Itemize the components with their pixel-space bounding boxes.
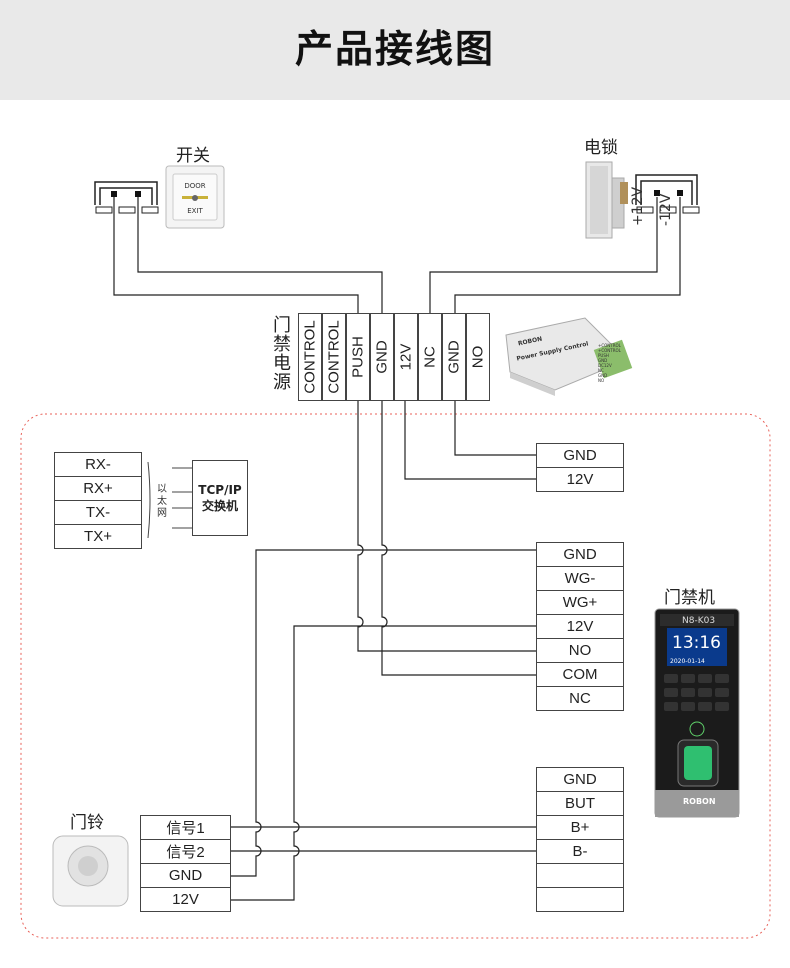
psu-device-terminal-text: GND xyxy=(598,358,608,363)
tcpip-label: TCP/IP xyxy=(198,482,242,497)
psu-terminal-label: GND xyxy=(445,340,463,374)
psu-device-terminal-text: +CONTROL xyxy=(598,343,621,348)
power-terminal-gnd: GND xyxy=(536,443,624,468)
doorbell-label: 门铃 xyxy=(70,813,104,833)
psu-terminal: GND xyxy=(442,313,466,401)
psu-terminal: 12V xyxy=(394,313,418,401)
psu-terminal: NO xyxy=(466,313,490,401)
button-terminal-but: BUT xyxy=(536,791,624,816)
access-device-brand: ROBON xyxy=(683,797,716,806)
access-machine-label: 门禁机 xyxy=(664,588,715,608)
psu-terminal: GND xyxy=(370,313,394,401)
button-terminal-b-minus: B- xyxy=(536,839,624,864)
psu-device-terminal-text: NO xyxy=(598,378,605,383)
psu-device-terminal-text: GND xyxy=(598,373,608,378)
network-terminal-tx-minus: TX- xyxy=(54,500,142,525)
switch-box-label: 交换机 xyxy=(201,498,238,513)
button-terminal-gnd: GND xyxy=(536,767,624,792)
psu-device-terminal-text: PUSH xyxy=(598,353,609,358)
indoor-boundary xyxy=(20,413,771,939)
switch-label: 开关 xyxy=(176,146,210,166)
psu-terminal-label: GND xyxy=(373,340,391,374)
psu-terminal: NC xyxy=(418,313,442,401)
lock-label: 电锁 xyxy=(584,138,618,158)
reader-terminal-wg-minus: WG- xyxy=(536,566,624,591)
psu-device-terminal-list: +CONTROL +CONTROL PUSH GND DC12V NC GND … xyxy=(598,343,628,383)
access-control-device xyxy=(654,608,740,818)
exit-button-bottom-text: EXIT xyxy=(187,207,203,215)
psu-device-terminal-text: NC xyxy=(598,368,604,373)
doorbell-device xyxy=(52,835,129,907)
title-bar xyxy=(0,0,790,100)
reader-terminal-wg-plus: WG+ xyxy=(536,590,624,615)
access-device-date: 2020-01-14 xyxy=(670,658,705,665)
access-device-time: 13:16 xyxy=(672,633,721,653)
switch-bracket xyxy=(94,181,158,205)
network-terminal-rx-minus: RX- xyxy=(54,452,142,477)
lock-terminal-minus12v: -12V xyxy=(658,193,674,226)
reader-terminal-gnd: GND xyxy=(536,542,624,567)
electric-lock-device xyxy=(585,161,628,239)
psu-terminal: CONTROL xyxy=(322,313,346,401)
ethernet-label: 以太网 xyxy=(157,484,167,519)
network-terminal-tx-plus: TX+ xyxy=(54,524,142,549)
psu-terminal: PUSH xyxy=(346,313,370,401)
psu-device-terminal-text: DC12V xyxy=(598,363,612,368)
psu-terminal-label: NC xyxy=(421,346,439,368)
psu-terminal-label: PUSH xyxy=(349,336,367,378)
access-device-model: N8-K03 xyxy=(682,616,716,626)
reader-terminal-nc: NC xyxy=(536,686,624,711)
psu-label-text: 门禁电源 xyxy=(273,315,291,393)
button-terminal-b-plus: B+ xyxy=(536,815,624,840)
psu-terminal-label: CONTROL xyxy=(325,320,343,394)
lock-terminal-plus12v: +12V xyxy=(630,186,646,226)
power-supply-device xyxy=(505,317,633,396)
psu-device-terminal-text: +CONTROL xyxy=(598,348,621,353)
exit-button-top-text: DOOR xyxy=(184,182,206,190)
reader-terminal-no: NO xyxy=(536,638,624,663)
reader-terminal-com: COM xyxy=(536,662,624,687)
reader-terminal-12v: 12V xyxy=(536,614,624,639)
bell-terminal-12v: 12V xyxy=(140,887,231,912)
exit-button-device xyxy=(165,165,225,229)
button-terminal-empty xyxy=(536,863,624,888)
lock-bracket xyxy=(635,174,698,205)
bell-terminal-signal1: 信号1 xyxy=(140,815,231,840)
psu-terminal-label: NO xyxy=(469,345,487,369)
bell-terminal-gnd: GND xyxy=(140,863,231,888)
bell-terminal-signal2: 信号2 xyxy=(140,839,231,864)
tcpip-switch-box: TCP/IP 交换机 xyxy=(192,460,248,536)
power-terminal-12v: 12V xyxy=(536,467,624,492)
psu-label: 门禁电源 xyxy=(272,316,292,392)
psu-terminal: CONTROL xyxy=(298,313,322,401)
psu-terminal-label: CONTROL xyxy=(301,320,319,394)
network-terminal-rx-plus: RX+ xyxy=(54,476,142,501)
button-terminal-empty xyxy=(536,887,624,912)
page-title: 产品接线图 xyxy=(294,27,495,71)
psu-terminal-label: 12V xyxy=(397,343,415,371)
